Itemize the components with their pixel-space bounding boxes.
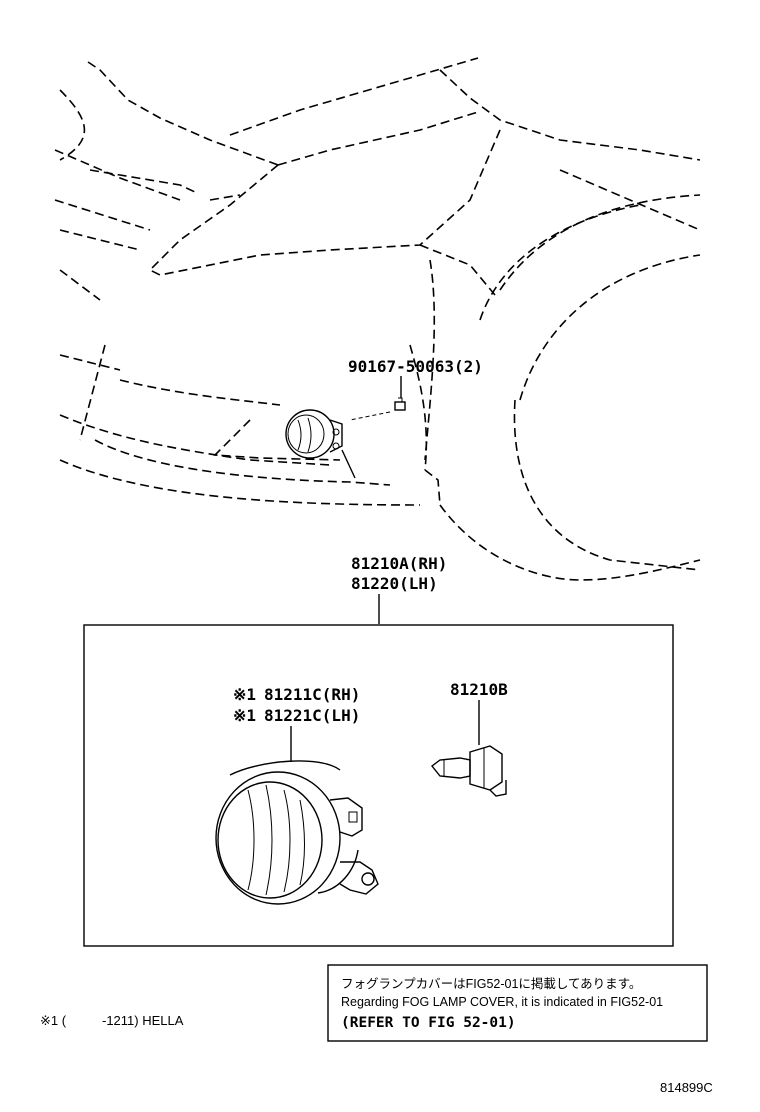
assembly-box — [83, 624, 674, 947]
bulb-icon — [431, 745, 507, 797]
note-box — [327, 964, 708, 1042]
assembly-part-number-rh: 81210A(RH) — [351, 554, 447, 573]
bolt-icon — [349, 397, 406, 421]
assembly-part-number-lh: 81220(LH) — [351, 574, 438, 593]
fog-lamp-unit-icon — [215, 760, 379, 905]
bulb-part-number: 81210B — [450, 680, 508, 699]
note-japanese: フォグランプカバーはFIG52-01に掲載してあります。 — [341, 976, 641, 991]
vehicle-front-outline — [54, 57, 701, 581]
illustration-id: 814899C — [660, 1080, 713, 1095]
lamp-unit-part-number-rh: 81211C(RH) — [264, 685, 360, 704]
note-english: Regarding FOG LAMP COVER, it is indicate… — [341, 995, 663, 1009]
lamp-unit-marker-lh: ※1 — [233, 706, 256, 725]
fog-lamp-installed-icon — [285, 409, 356, 479]
note-refer: (REFER TO FIG 52-01) — [341, 1015, 516, 1031]
bolt-part-number: 90167-50063(2) — [348, 357, 483, 376]
lamp-unit-part-number-lh: 81221C(LH) — [264, 706, 360, 725]
lamp-unit-marker-rh: ※1 — [233, 685, 256, 704]
footnote-range: -1211) HELLA — [102, 1013, 184, 1028]
footnote-marker: ※1 ( — [40, 1013, 67, 1028]
